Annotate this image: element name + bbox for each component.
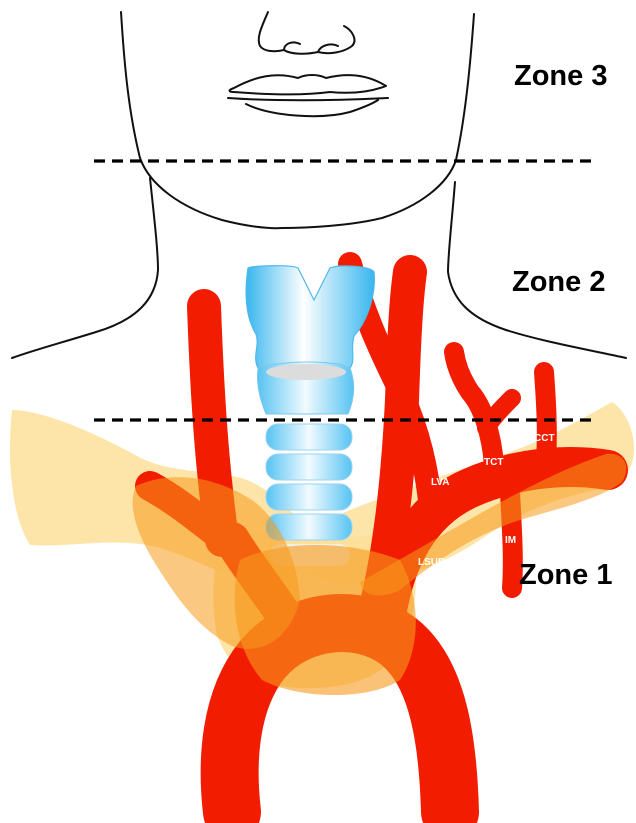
cct-label: CCT <box>534 433 555 444</box>
lower-lip <box>246 100 378 116</box>
nose-icon <box>259 12 355 54</box>
lsub-label: LSUB <box>418 557 445 568</box>
face-right-contour <box>282 14 474 228</box>
lva-label: LVA <box>431 477 450 488</box>
mouth-line <box>228 98 388 100</box>
zone-3-label: Zone 3 <box>514 60 607 92</box>
thyrocervical-branch <box>486 398 512 428</box>
zone-1-label: Zone 1 <box>519 559 612 591</box>
costocervical-trunk <box>544 372 547 462</box>
tracheal-ring <box>266 454 352 480</box>
zone-2-label: Zone 2 <box>512 266 605 298</box>
neck-left-side <box>12 178 158 358</box>
upper-lip <box>230 75 387 94</box>
tct-label: TCT <box>484 457 503 468</box>
cricoid-gap <box>266 364 346 380</box>
tracheal-ring <box>266 484 352 510</box>
tracheal-ring <box>266 424 352 450</box>
face-left-contour <box>121 12 282 228</box>
thyroid-cartilage <box>246 266 374 368</box>
im-label: IM <box>505 535 516 546</box>
